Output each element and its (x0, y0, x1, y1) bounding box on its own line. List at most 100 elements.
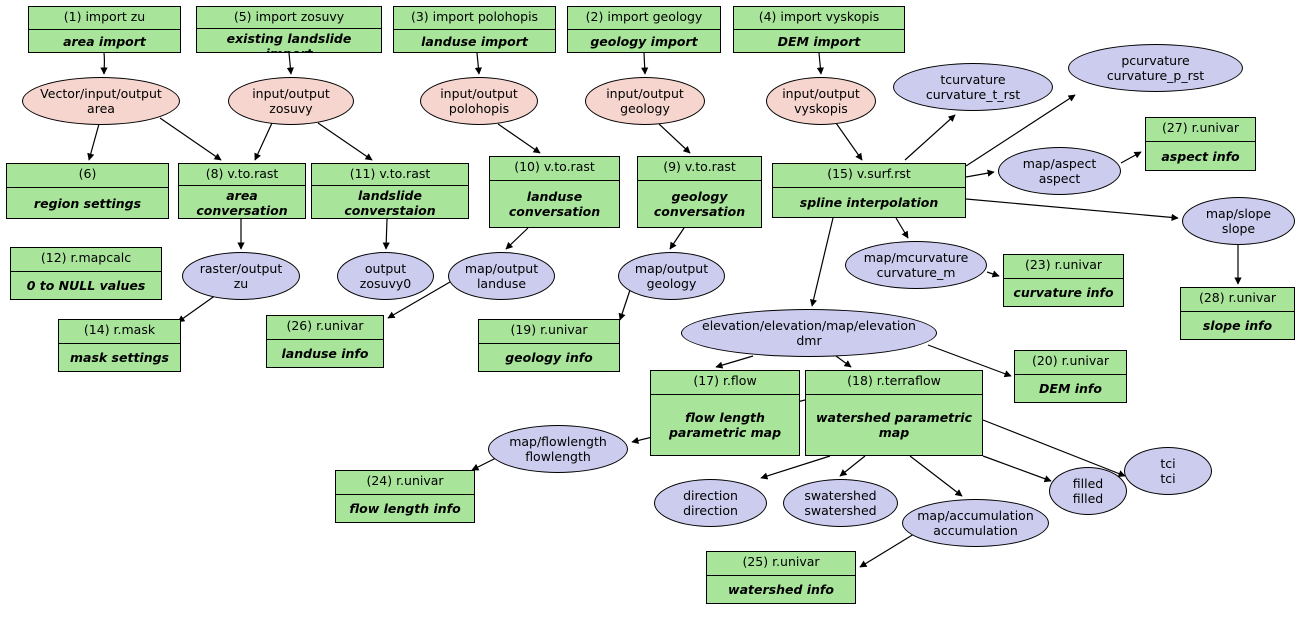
process-node-p25[interactable]: (25) r.univar watershed info (706, 551, 856, 604)
edge-d_vyskopis-to-p15 (835, 122, 863, 161)
process-description: geology import (590, 33, 698, 49)
process-description: landuse import (421, 33, 528, 49)
process-title: (20) r.univar (1015, 351, 1126, 375)
process-title: (9) v.to.rast (638, 157, 761, 181)
edge-p15-to-d_dmr (810, 217, 834, 307)
edge-d_geology-to-p9 (658, 123, 691, 154)
edge-p18-to-d_swatershed (839, 455, 866, 477)
edge-d_zosuvy-to-p8 (254, 122, 273, 161)
process-title: (25) r.univar (707, 552, 855, 576)
process-description: existing landslide import (226, 30, 352, 52)
edge-p10-to-d_landuse (505, 227, 529, 250)
process-node-p15[interactable]: (15) v.surf.rst spline interpolation (772, 163, 966, 218)
process-title: (17) r.flow (651, 371, 799, 395)
process-description: curvature info (1013, 285, 1114, 300)
process-title: (1) import zu (29, 7, 180, 30)
process-title: (24) r.univar (336, 471, 474, 495)
edge-d_dmr-to-p18 (835, 355, 852, 368)
process-node-p3[interactable]: (3) import polohopis landuse import (393, 6, 556, 53)
process-node-p6[interactable]: (6)region settings (6, 163, 169, 219)
process-title: (23) r.univar (1004, 255, 1123, 279)
edge-d_zu-to-p14 (177, 294, 217, 323)
process-title: (18) r.terraflow (806, 371, 982, 395)
edge-p4-to-d_vyskopis (816, 52, 824, 75)
edge-d_area-to-p6 (87, 123, 100, 161)
edge-d_mcurv-to-p23 (986, 270, 1000, 278)
edge-p18-to-d_accum (909, 455, 963, 497)
process-description: geology info (505, 350, 593, 365)
edge-d_dmr-to-p17 (715, 355, 754, 369)
process-title: (12) r.mapcalc (11, 248, 161, 272)
process-title: (4) import vyskopis (734, 7, 904, 30)
process-title: (15) v.surf.rst (773, 164, 965, 188)
edge-d_zosuvy-to-p11 (317, 122, 373, 161)
process-node-p23[interactable]: (23) r.univar curvature info (1003, 254, 1124, 307)
process-description: DEM info (1039, 381, 1102, 396)
process-description: landuse info (281, 346, 369, 361)
process-title: (3) import polohopis (394, 7, 555, 30)
edge-d_polohopis-to-p10 (497, 123, 541, 154)
process-description: spline interpolation (799, 195, 939, 210)
process-description: slope info (1202, 318, 1273, 333)
process-node-p28[interactable]: (28) r.univar slope info (1180, 287, 1295, 340)
process-node-p27[interactable]: (27) r.univar aspect info (1145, 117, 1256, 171)
process-node-p24[interactable]: (24) r.univar flow length info (335, 470, 475, 523)
process-description: aspect info (1161, 148, 1240, 164)
process-description: watershed info (728, 582, 834, 597)
process-title: (27) r.univar (1146, 118, 1255, 142)
process-title: (28) r.univar (1181, 288, 1294, 312)
edge-d_area-to-p8 (159, 117, 222, 161)
edge-p11-to-d_zosuvy0 (382, 218, 390, 250)
process-description: flow length info (349, 501, 461, 516)
